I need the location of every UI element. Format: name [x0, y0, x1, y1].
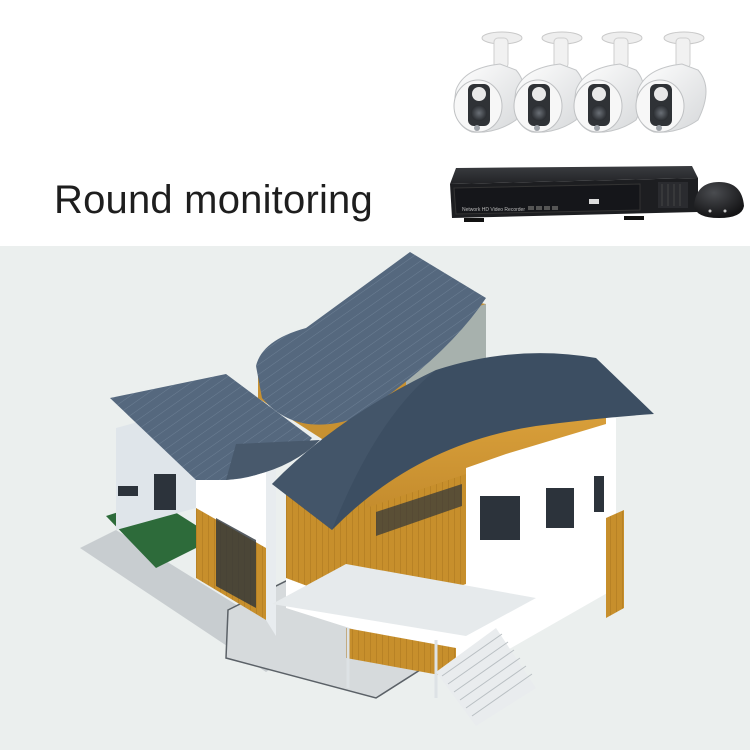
- house-illustration: [76, 248, 666, 728]
- camera-icon: [573, 31, 645, 133]
- camera-icon: [453, 31, 525, 133]
- dome-receiver: [692, 178, 746, 222]
- camera-icon: [513, 31, 585, 133]
- roof-main: [272, 353, 654, 530]
- stairs: [436, 628, 536, 726]
- headline: Round monitoring: [54, 178, 373, 222]
- roof-back: [256, 252, 486, 425]
- dvr-label: Network HD Video Recorder: [462, 207, 525, 213]
- camera-set: [446, 28, 736, 143]
- camera-icon: [635, 31, 707, 133]
- dvr-recorder: Network HD Video Recorder: [444, 162, 700, 224]
